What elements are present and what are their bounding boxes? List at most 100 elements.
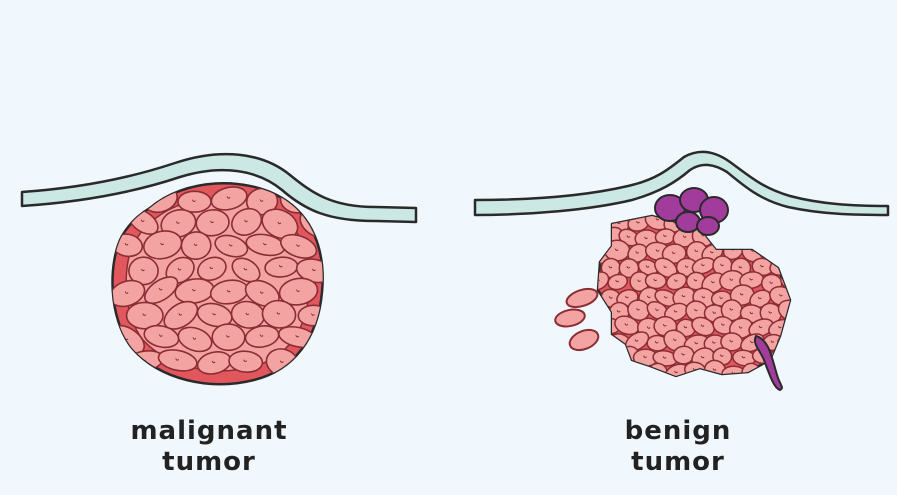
cell-nucleus: [712, 311, 717, 314]
cell-nucleus: [768, 311, 773, 314]
cell-nucleus: [694, 341, 699, 345]
cell-nucleus: [758, 235, 763, 238]
cell-nucleus: [729, 308, 734, 311]
benign-tumor-caption: benign tumor: [548, 416, 808, 478]
left-skin-layer: [20, 152, 418, 224]
cell-nucleus: [760, 264, 764, 268]
caption-right-line2: tumor: [631, 447, 725, 477]
cell-nucleus: [778, 293, 783, 297]
cell-nucleus: [751, 219, 756, 222]
cell-nucleus: [739, 292, 744, 296]
cell-nucleus: [276, 312, 281, 315]
cell-nucleus: [160, 242, 165, 246]
cell-nucleus: [681, 352, 685, 356]
tumor-cell: [778, 243, 790, 261]
cell-nucleus: [788, 308, 790, 311]
cell-nucleus: [142, 313, 147, 316]
cell-nucleus: [645, 265, 650, 268]
cell-nucleus: [779, 264, 783, 267]
cell-nucleus: [683, 325, 688, 329]
cell-nucleus: [674, 279, 678, 282]
right-skin-layer: [473, 150, 890, 217]
cell-nucleus: [788, 371, 790, 374]
cell-nucleus: [749, 311, 754, 315]
cell-nucleus: [662, 234, 667, 237]
cell-nucleus: [140, 219, 145, 222]
cell-nucleus: [245, 312, 250, 316]
detached-cells: [554, 287, 600, 352]
cell-nucleus: [701, 295, 706, 299]
cell-nucleus: [295, 334, 300, 338]
cell-nucleus: [712, 368, 717, 371]
cell-nucleus: [598, 218, 600, 221]
cell-nucleus: [711, 341, 716, 344]
cell-nucleus: [778, 354, 783, 357]
cell-nucleus: [720, 263, 724, 267]
cell-nucleus: [228, 243, 233, 247]
cell-nucleus: [209, 266, 214, 270]
cell-nucleus: [731, 218, 736, 222]
cell-nucleus: [749, 340, 754, 344]
cell-nucleus: [124, 291, 129, 294]
tumor-cell: [731, 225, 754, 248]
cell-nucleus: [636, 220, 640, 224]
cell-nucleus: [740, 234, 744, 237]
cell-nucleus: [608, 296, 613, 299]
cell-nucleus: [674, 370, 678, 374]
cell-nucleus: [694, 308, 698, 312]
cell-nucleus: [693, 278, 698, 282]
cell-nucleus: [278, 264, 283, 268]
cell-nucleus: [606, 355, 611, 358]
cell-nucleus: [780, 234, 784, 238]
cell-nucleus: [158, 287, 163, 291]
cell-nucleus: [192, 288, 196, 292]
caption-left-line2: tumor: [162, 447, 256, 477]
cell-nucleus: [741, 355, 746, 359]
cell-nucleus: [684, 265, 689, 268]
cell-nucleus: [279, 360, 284, 363]
cell-nucleus: [766, 248, 771, 252]
cell-nucleus: [616, 310, 621, 313]
cell-nucleus: [644, 236, 648, 240]
cell-nucleus: [177, 268, 182, 271]
cell-nucleus: [310, 313, 315, 316]
cell-nucleus: [663, 265, 668, 268]
cell-nucleus: [636, 308, 640, 311]
cell-nucleus: [709, 250, 714, 254]
cell-nucleus: [243, 267, 248, 271]
cell-nucleus: [663, 295, 668, 299]
cell-nucleus: [243, 359, 248, 362]
cell-nucleus: [643, 355, 647, 358]
cell-nucleus: [192, 337, 197, 340]
cell-nucleus: [655, 370, 660, 374]
cell-nucleus: [655, 308, 659, 311]
cell-nucleus: [653, 278, 658, 282]
cell-nucleus: [141, 268, 145, 272]
cell-nucleus: [624, 295, 629, 299]
cell-nucleus: [175, 221, 180, 224]
cell-nucleus: [599, 251, 604, 254]
malignant-tumor-caption: malignant tumor: [79, 416, 339, 478]
tumor-cell: [608, 360, 630, 376]
cell-nucleus: [777, 325, 782, 329]
right-tumor: [554, 187, 792, 392]
tumor-cell: [742, 216, 766, 233]
cell-nucleus: [277, 221, 282, 225]
cell-nucleus: [749, 277, 753, 281]
cell-nucleus: [637, 279, 641, 282]
cell-nucleus: [259, 334, 264, 337]
cell-nucleus: [226, 196, 231, 199]
cell-nucleus: [646, 295, 651, 299]
cell-nucleus: [673, 310, 678, 313]
cell-nucleus: [662, 356, 667, 359]
cell-nucleus: [738, 326, 743, 329]
cell-nucleus: [192, 199, 196, 202]
cell-nucleus: [178, 313, 183, 316]
cell-nucleus: [770, 340, 775, 343]
cell-nucleus: [212, 312, 217, 316]
cell-nucleus: [616, 368, 621, 371]
cell-nucleus: [211, 360, 216, 364]
cell-nucleus: [598, 278, 600, 282]
cell-nucleus: [624, 323, 629, 326]
